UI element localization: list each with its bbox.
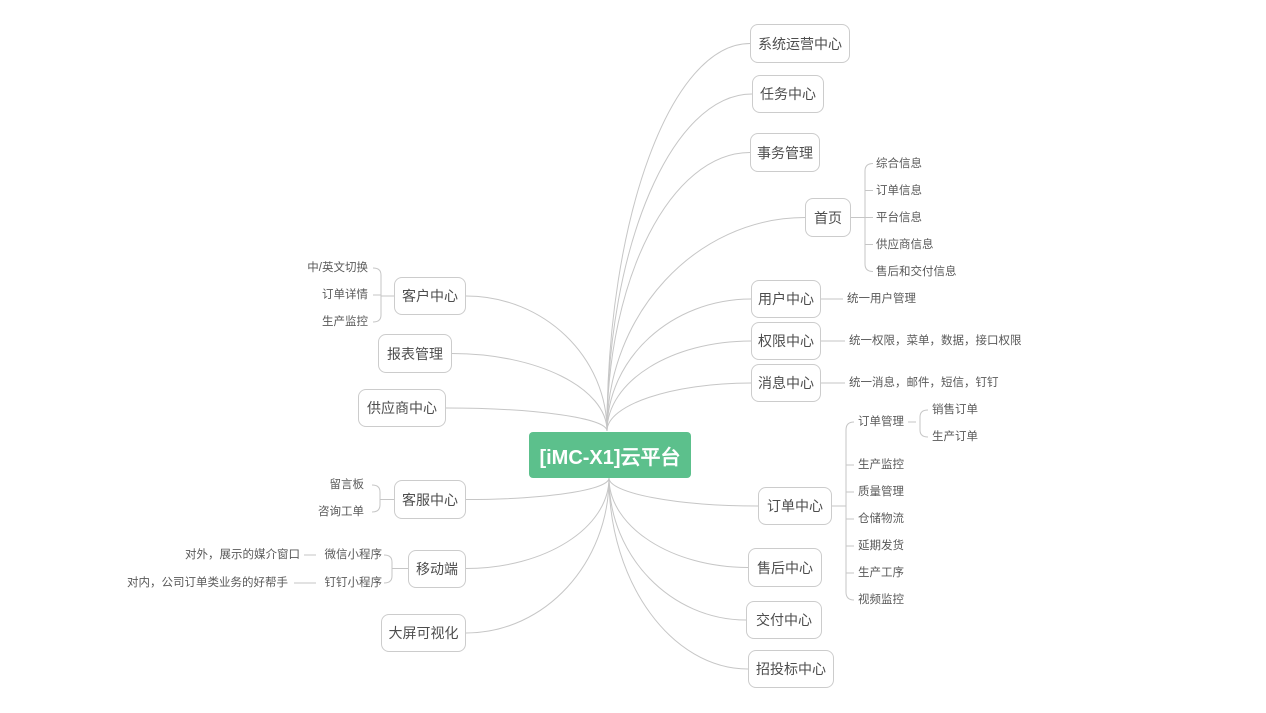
edge-root-bidding-center bbox=[608, 477, 749, 670]
bracket-order-children bbox=[845, 421, 855, 601]
leaf-message-board[interactable]: 留言板 bbox=[329, 479, 365, 491]
leaf-after-sales-delivery-info[interactable]: 售后和交付信息 bbox=[876, 266, 957, 278]
leaf-production-order[interactable]: 生产订单 bbox=[932, 431, 978, 443]
node-mobile-terminal[interactable]: 移动端 bbox=[408, 550, 466, 588]
edge-root-customer-center bbox=[465, 295, 608, 432]
edge-root-user-center bbox=[606, 298, 752, 432]
edge-root-affair-management bbox=[606, 152, 751, 432]
leaf-warehouse-logistics[interactable]: 仓储物流 bbox=[858, 513, 904, 525]
edge-root-report-management bbox=[451, 353, 608, 432]
edge-root-after-sales-center bbox=[608, 477, 749, 568]
node-system-operation-center[interactable]: 系统运营中心 bbox=[750, 24, 850, 63]
leaf-video-monitoring[interactable]: 视频监控 bbox=[858, 594, 904, 606]
node-delivery-center[interactable]: 交付中心 bbox=[746, 601, 822, 639]
leaf-cn-en-switch[interactable]: 中/英文切换 bbox=[307, 262, 368, 274]
node-big-screen-visualization[interactable]: 大屏可视化 bbox=[381, 614, 466, 652]
edge-root-system-operation-center bbox=[606, 43, 751, 432]
leaf-dingtalk-mini-program[interactable]: 钉钉小程序 bbox=[324, 577, 383, 589]
edge-root-big-screen bbox=[465, 477, 610, 634]
edge-root-order-center bbox=[608, 477, 759, 507]
leaf-unified-permissions[interactable]: 统一权限，菜单，数据，接口权限 bbox=[849, 335, 1022, 347]
node-bidding-center[interactable]: 招投标中心 bbox=[748, 650, 834, 688]
leaf-quality-management[interactable]: 质量管理 bbox=[858, 486, 904, 498]
node-task-center[interactable]: 任务中心 bbox=[752, 75, 824, 113]
leaf-production-monitoring-customer[interactable]: 生产监控 bbox=[322, 316, 368, 328]
edge-root-permission-center bbox=[606, 340, 752, 432]
leaf-production-process[interactable]: 生产工序 bbox=[858, 567, 904, 579]
leaf-order-details[interactable]: 订单详情 bbox=[322, 289, 368, 301]
bracket-order-management-children bbox=[919, 409, 929, 438]
leaf-delayed-delivery[interactable]: 延期发货 bbox=[858, 540, 904, 552]
node-home-page[interactable]: 首页 bbox=[805, 198, 851, 237]
leaf-sales-order[interactable]: 销售订单 bbox=[932, 404, 978, 416]
node-after-sales-center[interactable]: 售后中心 bbox=[748, 548, 822, 587]
leaf-inquiry-ticket[interactable]: 咨询工单 bbox=[318, 506, 364, 518]
bracket-mobile-children bbox=[383, 554, 393, 584]
leaf-order-management[interactable]: 订单管理 bbox=[858, 416, 904, 428]
bracket-home-children bbox=[864, 163, 874, 272]
node-report-management[interactable]: 报表管理 bbox=[378, 334, 452, 373]
leaf-unified-user-management[interactable]: 统一用户管理 bbox=[847, 293, 916, 305]
leaf-internal-order-helper[interactable]: 对内，公司订单类业务的好帮手 bbox=[127, 577, 288, 589]
leaf-external-display-window[interactable]: 对外，展示的媒介窗口 bbox=[185, 549, 300, 561]
node-permission-center[interactable]: 权限中心 bbox=[751, 322, 821, 360]
node-affair-management[interactable]: 事务管理 bbox=[750, 133, 820, 172]
node-message-center[interactable]: 消息中心 bbox=[751, 364, 821, 402]
bracket-customer-children bbox=[372, 267, 382, 323]
edge-root-home-page bbox=[606, 217, 806, 432]
edge-root-supplier-center bbox=[445, 407, 608, 432]
leaf-wechat-mini-program[interactable]: 微信小程序 bbox=[324, 549, 383, 561]
node-order-center[interactable]: 订单中心 bbox=[758, 487, 832, 525]
edge-root-message-center bbox=[606, 382, 752, 432]
leaf-platform-info[interactable]: 平台信息 bbox=[876, 212, 922, 224]
leaf-production-monitoring[interactable]: 生产监控 bbox=[858, 459, 904, 471]
leaf-unified-messages[interactable]: 统一消息，邮件，短信，钉钉 bbox=[849, 377, 999, 389]
edge-root-customer-service-center bbox=[465, 477, 610, 500]
bracket-customer-service-children bbox=[371, 484, 381, 513]
edge-root-mobile-terminal bbox=[465, 477, 610, 569]
edge-root-delivery-center bbox=[608, 477, 747, 621]
node-user-center[interactable]: 用户中心 bbox=[751, 280, 821, 318]
node-supplier-center[interactable]: 供应商中心 bbox=[358, 389, 446, 427]
leaf-comprehensive-info[interactable]: 综合信息 bbox=[876, 158, 922, 170]
root-node[interactable]: [iMC-X1]云平台 bbox=[529, 432, 691, 478]
node-customer-service-center[interactable]: 客服中心 bbox=[394, 480, 466, 519]
leaf-supplier-info[interactable]: 供应商信息 bbox=[876, 239, 934, 251]
node-customer-center[interactable]: 客户中心 bbox=[394, 277, 466, 315]
leaf-order-info[interactable]: 订单信息 bbox=[876, 185, 922, 197]
edge-root-task-center bbox=[606, 93, 753, 432]
